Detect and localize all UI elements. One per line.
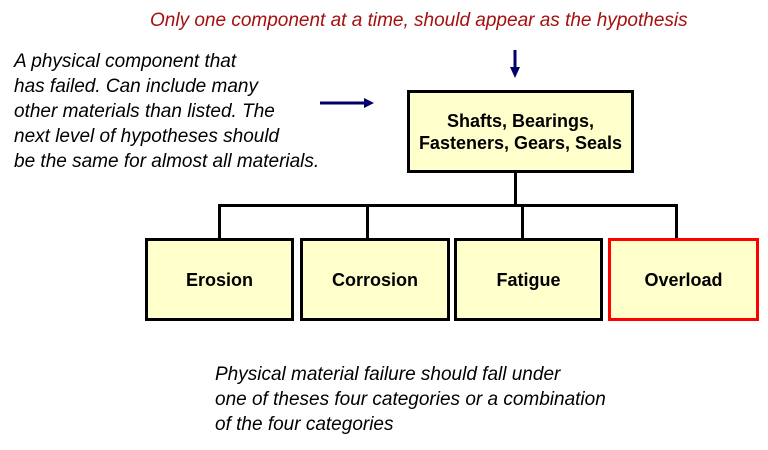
left-note-line: A physical component that <box>14 51 237 72</box>
node-fatigue: Fatigue <box>454 238 603 321</box>
node-corrosion: Corrosion <box>300 238 450 321</box>
node-label: Corrosion <box>331 269 418 290</box>
node-overload: Overload <box>608 238 759 321</box>
bottom-note-line: of the four categories <box>215 414 394 435</box>
left-note-line: be the same for almost all materials. <box>14 151 320 172</box>
left-note-line: next level of hypotheses should <box>14 126 280 147</box>
left-note-line: has failed. Can include many <box>14 76 258 97</box>
top-note: Only one component at a time, should app… <box>150 10 688 31</box>
connector <box>675 204 678 239</box>
down-arrow-icon <box>510 50 520 78</box>
left-note: A physical component that has failed. Ca… <box>14 49 319 174</box>
bottom-note-line: Physical material failure should fall un… <box>215 364 561 385</box>
connector <box>218 204 678 207</box>
bottom-note-line: one of theses four categories or a combi… <box>215 389 606 410</box>
node-erosion: Erosion <box>145 238 294 321</box>
bottom-note: Physical material failure should fall un… <box>215 362 606 437</box>
root-line: Fasteners, Gears, Seals <box>418 132 623 153</box>
root-node: Shafts, Bearings, Fasteners, Gears, Seal… <box>407 90 634 173</box>
node-label: Erosion <box>185 269 253 290</box>
connector <box>514 172 517 206</box>
connector <box>218 204 221 239</box>
left-note-line: other materials than listed. The <box>14 101 275 122</box>
node-label: Overload <box>644 269 723 290</box>
right-arrow-icon <box>320 98 374 108</box>
connector <box>521 204 524 239</box>
root-line: Shafts, Bearings, <box>446 110 595 131</box>
connector <box>366 204 369 239</box>
node-label: Fatigue <box>496 269 561 290</box>
